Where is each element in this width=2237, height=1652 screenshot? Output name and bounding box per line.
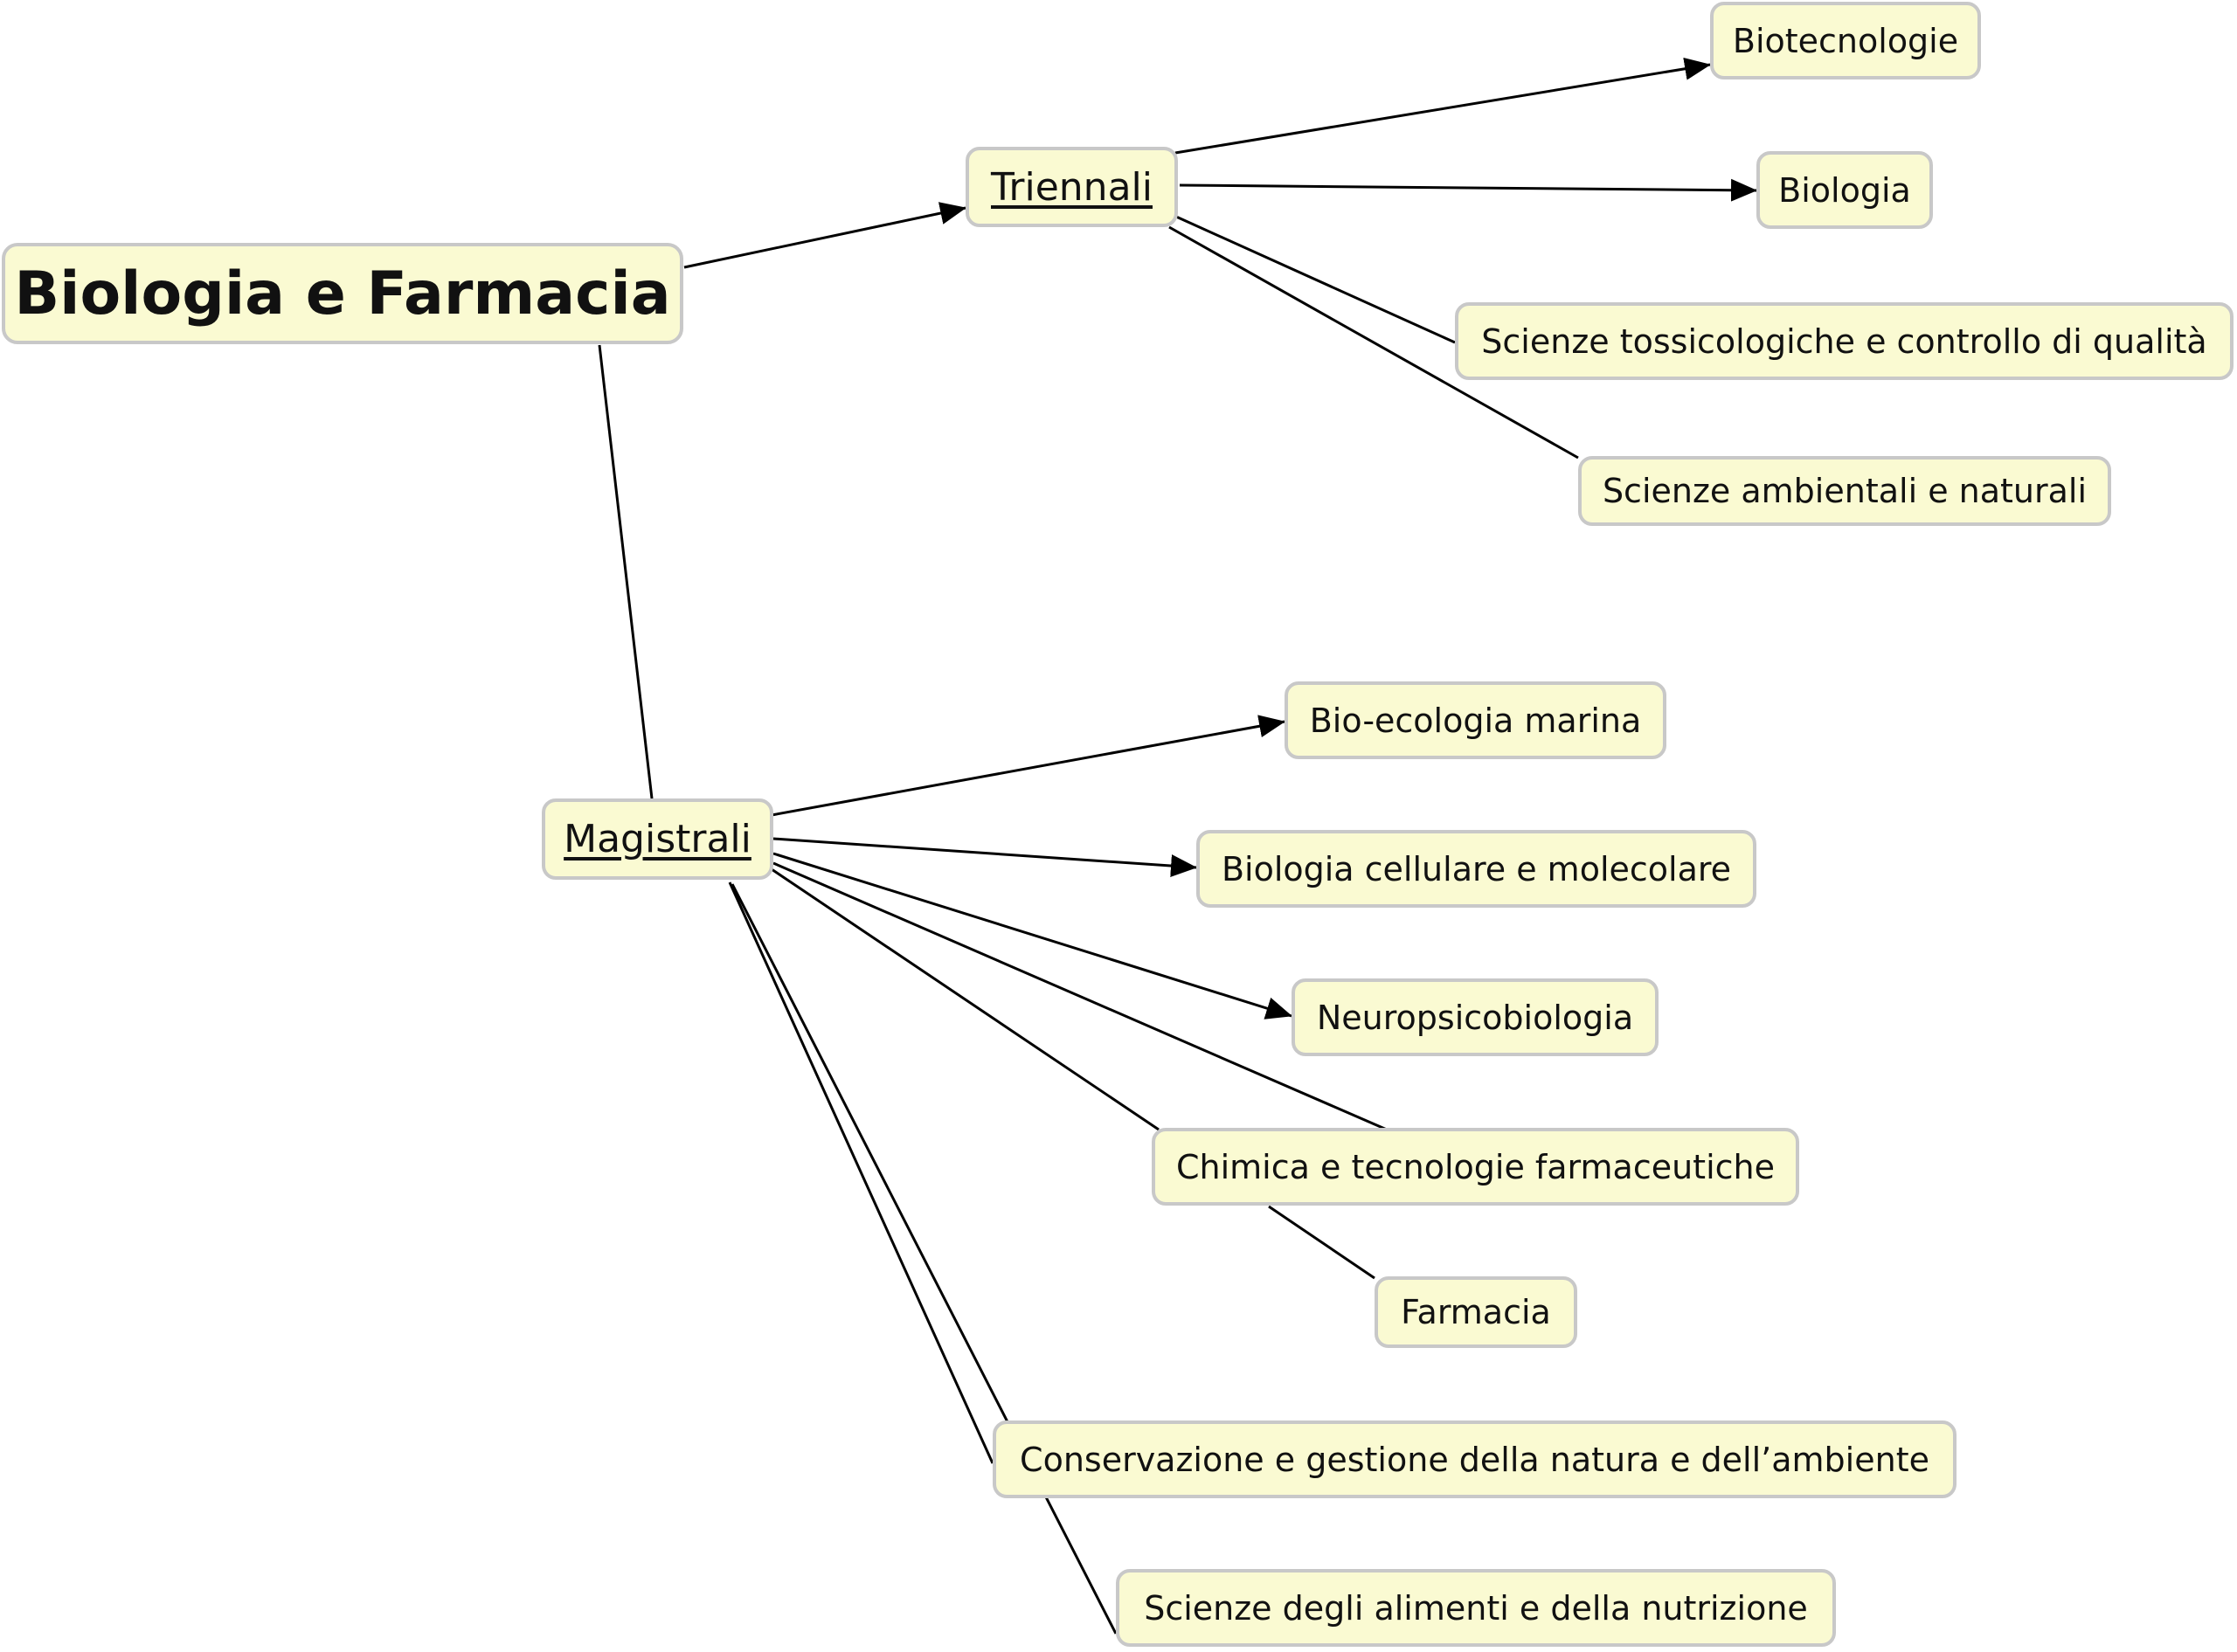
course-label: Biologia — [1778, 170, 1911, 210]
course-label: Conservazione e gestione della natura e … — [1020, 1440, 1929, 1479]
category-node-magistrali[interactable]: Magistrali — [542, 798, 773, 880]
edge-magistrali-farmacia — [771, 867, 1160, 1131]
course-node-scienze-alimenti[interactable]: Scienze degli alimenti e della nutrizion… — [1116, 1569, 1836, 1647]
edge-root-magistrali — [598, 344, 654, 799]
course-node-neuropsicobiologia[interactable]: Neuropsicobiologia — [1292, 978, 1659, 1056]
edge-triennali-ambientali — [1168, 225, 1579, 460]
edge-root-triennali — [683, 202, 966, 269]
course-node-farmacia[interactable]: Farmacia — [1375, 1276, 1577, 1348]
course-node-bio-ecologia-marina[interactable]: Bio-ecologia marina — [1285, 681, 1666, 759]
edge-triennali-biologia — [1179, 178, 1757, 202]
course-label: Bio-ecologia marina — [1309, 701, 1642, 740]
edge-triennali-biotecnologie — [1174, 57, 1711, 155]
category-label-magistrali: Magistrali — [564, 817, 751, 861]
edge-magistrali-cellulare — [772, 837, 1197, 877]
course-node-scienze-ambientali[interactable]: Scienze ambientali e naturali — [1578, 456, 2111, 526]
edge-magistrali-neuro — [772, 852, 1292, 1020]
course-label: Biologia cellulare e molecolare — [1221, 849, 1732, 888]
course-label: Neuropsicobiologia — [1316, 998, 1634, 1037]
course-label: Scienze ambientali e naturali — [1602, 472, 2088, 510]
course-node-conservazione[interactable]: Conservazione e gestione della natura e … — [993, 1420, 1957, 1498]
edge-triennali-tossicologiche — [1175, 215, 1456, 344]
course-label: Farmacia — [1401, 1293, 1551, 1331]
edge-chimica-farmacia — [1268, 1205, 1375, 1280]
course-node-biotecnologie[interactable]: Biotecnologie — [1710, 2, 1981, 79]
course-node-biologia[interactable]: Biologia — [1756, 151, 1933, 229]
edge-magistrali-chimica — [772, 861, 1388, 1131]
course-node-chimica-tecnologie[interactable]: Chimica e tecnologie farmaceutiche — [1152, 1128, 1799, 1206]
course-label: Scienze tossicologiche e controllo di qu… — [1481, 321, 2207, 361]
course-label: Chimica e tecnologie farmaceutiche — [1175, 1147, 1775, 1186]
category-node-triennali[interactable]: Triennali — [966, 147, 1178, 227]
course-node-scienze-tossicologiche[interactable]: Scienze tossicologiche e controllo di qu… — [1455, 302, 2234, 380]
root-node-biologia-e-farmacia[interactable]: Biologia e Farmacia — [2, 243, 683, 344]
course-node-biologia-cellulare[interactable]: Biologia cellulare e molecolare — [1196, 830, 1756, 908]
edge-magistrali-alimenti — [731, 883, 1118, 1635]
course-label: Scienze degli alimenti e della nutrizion… — [1144, 1588, 1808, 1628]
edge-magistrali-conservazione — [728, 881, 994, 1464]
course-label: Biotecnologie — [1732, 21, 1959, 60]
root-node-label: Biologia e Farmacia — [14, 259, 671, 328]
category-label-triennali: Triennali — [991, 164, 1153, 210]
edge-magistrali-bioecologia — [771, 715, 1285, 817]
